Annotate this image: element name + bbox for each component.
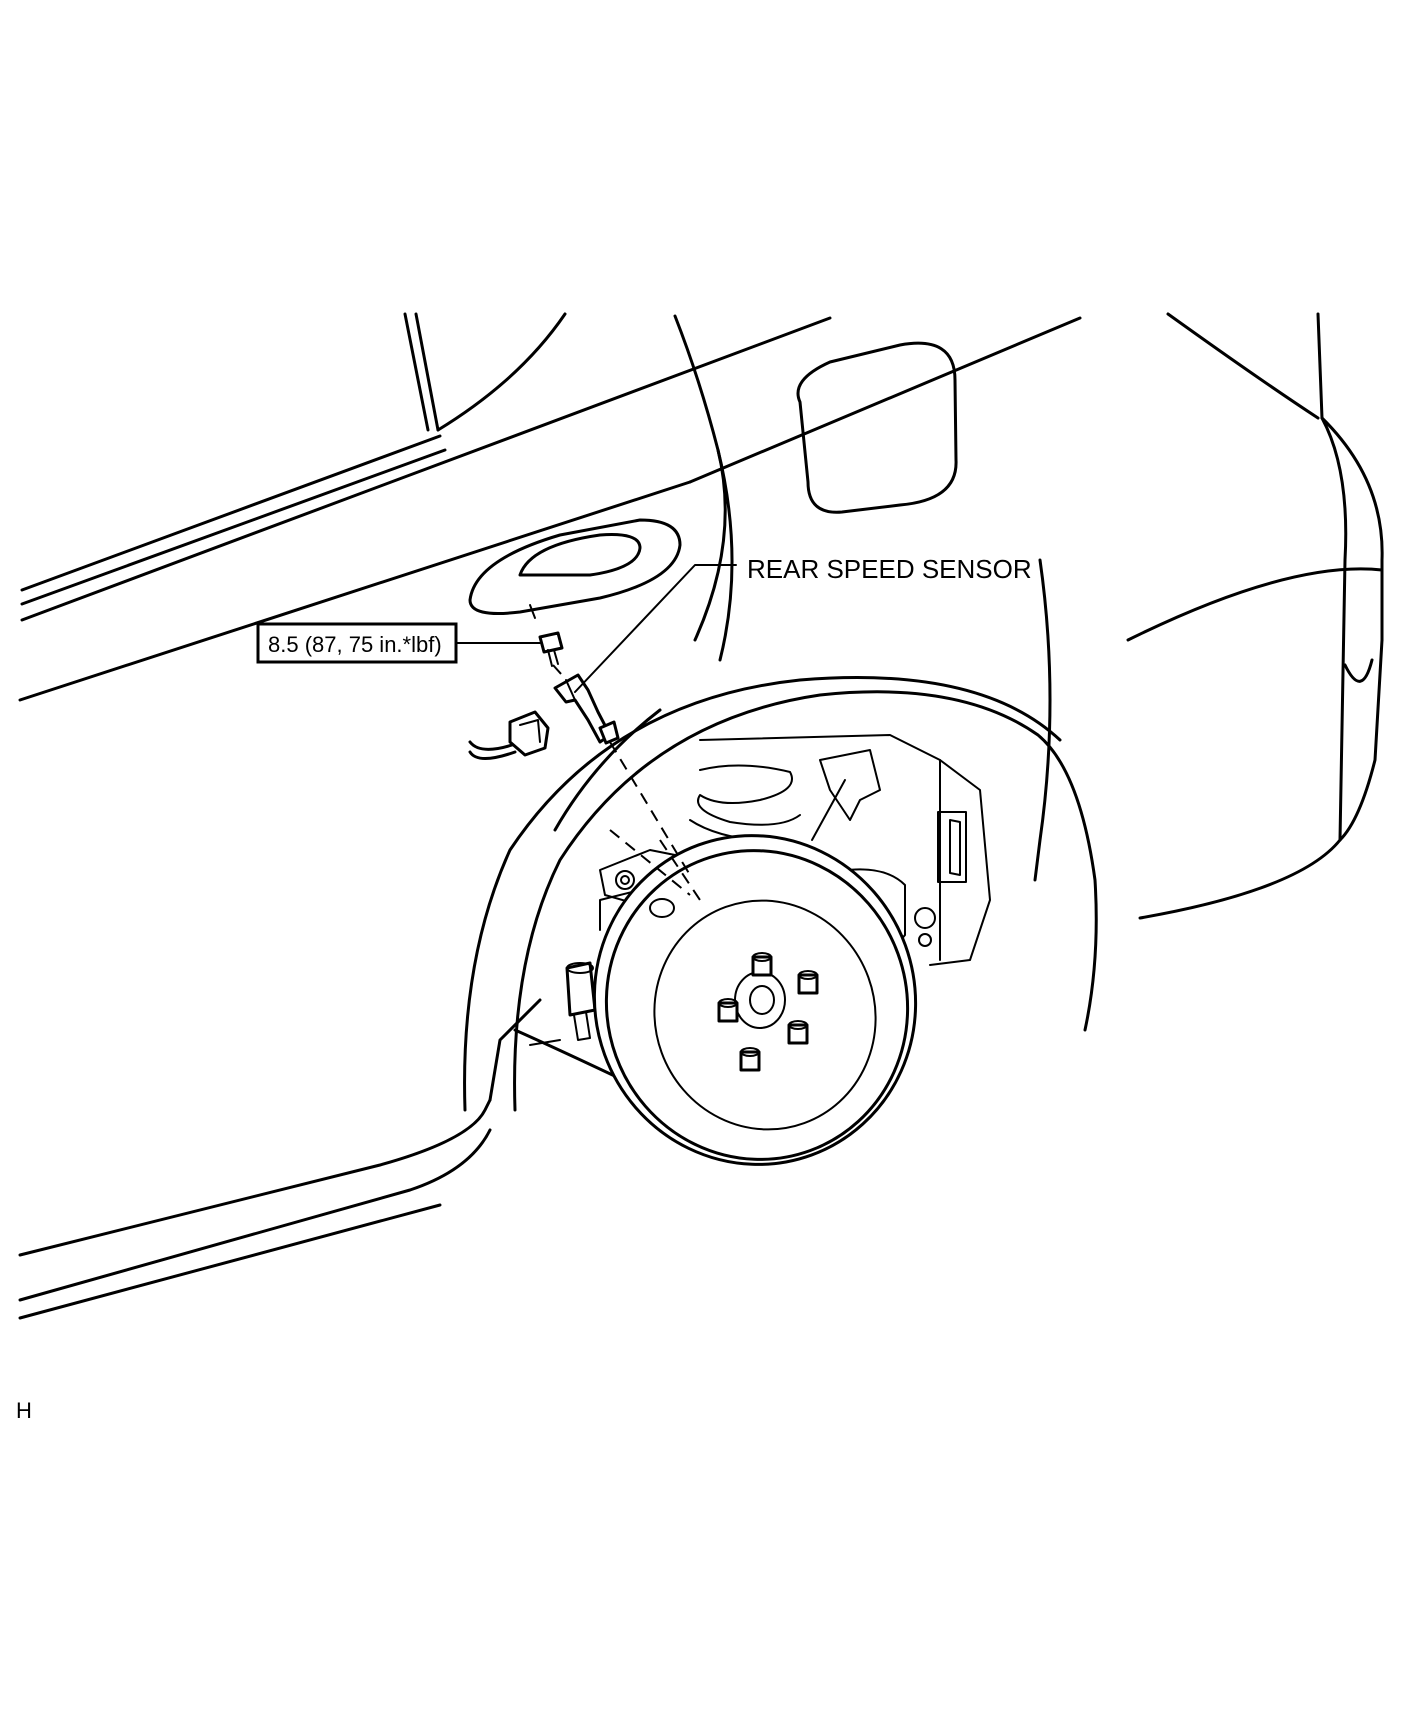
installation-guide-lines [552,664,701,901]
wire-connector-icon [468,710,550,760]
lug-studs [717,952,819,1072]
torque-spec-label: 8.5 (87, 75 in.*lbf) [268,632,442,657]
brake-disc [592,834,918,1166]
door-handle [468,518,682,619]
wheel-arch [18,676,1098,1320]
speed-sensor-icon [553,673,620,745]
sensor-mount-hole [649,898,675,918]
sensor-label: REAR SPEED SENSOR [747,554,1032,584]
bolt-icon [538,631,564,667]
corner-code: H [16,1398,32,1423]
car-body-outline [18,312,1384,920]
sensor-leader-line [574,564,737,693]
torque-callout: 8.5 (87, 75 in.*lbf) [256,622,458,664]
